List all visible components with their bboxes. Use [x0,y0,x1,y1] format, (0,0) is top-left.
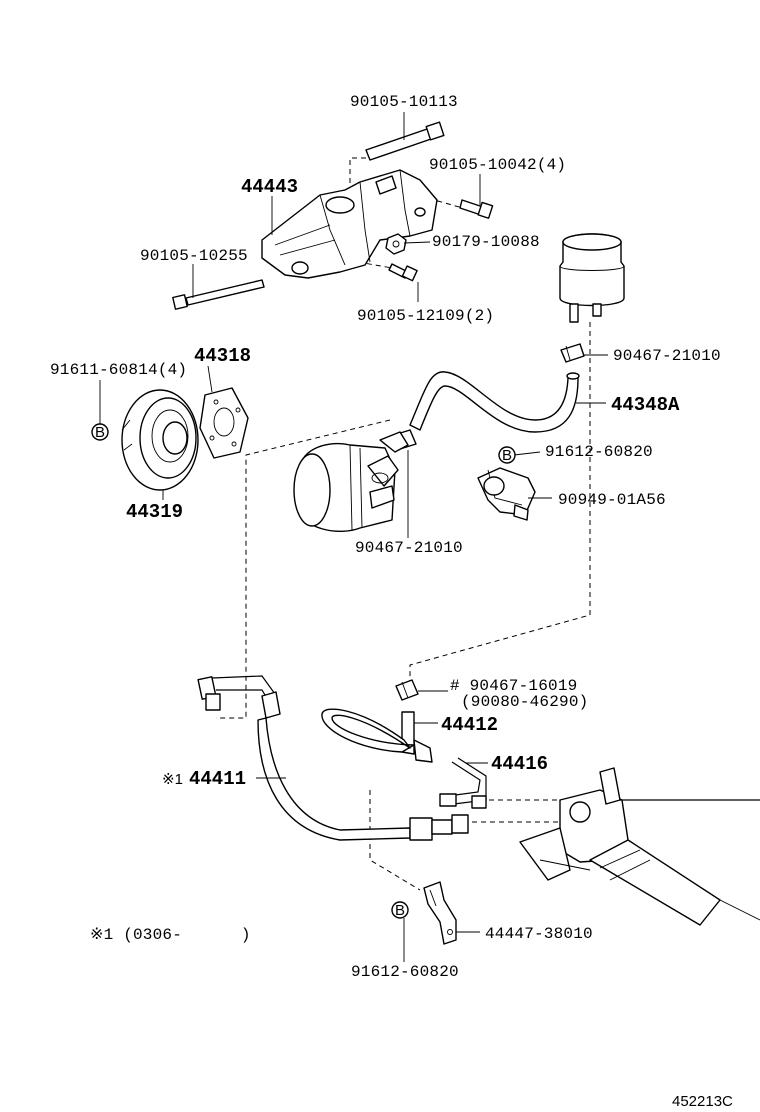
label-nut: 90179-10088 [432,233,540,251]
hose-44411-drawing [197,675,469,841]
badge-b-label: B [95,424,105,441]
label-hose-44411: 44411 [189,768,246,790]
clamp-low-drawing [395,679,419,701]
label-bolt-long: 90105-10255 [140,247,248,265]
badge-b-lower: B [391,901,409,919]
label-bolt-top: 90105-10113 [350,93,458,111]
steering-gear-drawing [519,767,760,926]
hose-44348A-drawing [409,371,580,433]
leader-lines [99,112,608,962]
plate-44318-drawing [199,387,249,459]
label-bolt-2: 90105-12109(2) [357,307,494,325]
label-bracket-44447: 44447-38010 [485,925,593,943]
bracket-44447-drawing [423,881,457,945]
hose-44412-drawing [321,708,433,763]
label-clamp-pump: 90467-21010 [355,539,463,557]
badge-b-label: B [502,447,512,464]
label-pulley: 44319 [126,501,183,523]
label-clamp-low-alt: (90080-46290) [461,693,588,711]
label-hose-44412: 44412 [441,714,498,736]
label-clip-b2: 91612-60820 [351,963,459,981]
label-clip-b: 91612-60820 [545,443,653,461]
label-clamp-top: 90467-21010 [613,347,721,365]
label-hose-return: 44348A [611,394,680,416]
pulley-44319-drawing [121,389,199,491]
reservoir-drawing [559,233,625,323]
label-clamp-bracket: 90949-01A56 [558,491,666,509]
nut-drawing [385,233,407,255]
label-tube-44416: 44416 [491,753,548,775]
bolt-top-drawing [365,121,445,161]
clamp-top-drawing [560,343,585,363]
label-bracket: 44443 [241,176,298,198]
label-pulley-bolt: 91611-60814(4) [50,361,187,379]
badge-b-label: B [395,902,405,919]
bracket-44443-drawing [261,169,438,279]
label-clamp-low: # 90467-16019 [450,677,577,695]
label-bolt-4: 90105-10042(4) [429,156,566,174]
label-hose-44411-mark: ※1 [162,771,183,788]
label-plate: 44318 [194,345,251,367]
bolt-2-drawing [388,263,418,282]
clamp-bracket-drawing [477,467,536,521]
badge-b-pulley: B [91,423,109,441]
bolt-long-drawing [172,279,265,310]
pump-drawing [293,431,409,532]
label-note: ※1 (0306- ) [90,926,251,944]
bolt-4-drawing [459,199,494,219]
figure-code: 452213C [672,1093,733,1110]
tube-44416-drawing [439,757,487,809]
badge-b-clip: B [498,446,516,464]
